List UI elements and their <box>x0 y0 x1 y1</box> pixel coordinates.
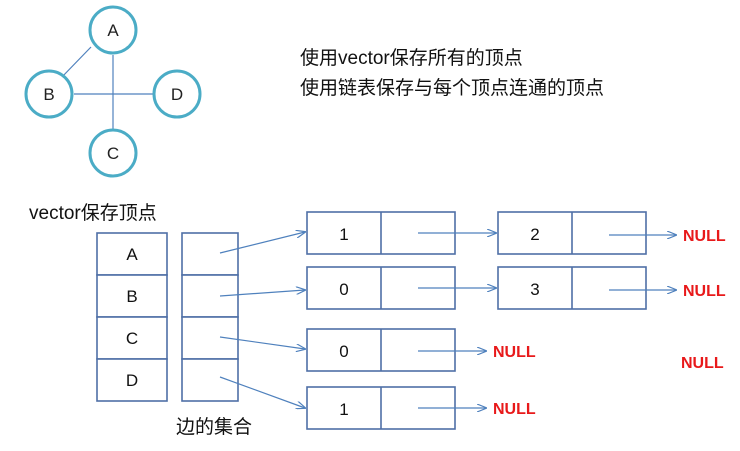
graph-node-d <box>152 69 202 119</box>
list-node-value: 0 <box>339 342 348 361</box>
graph-node-label: B <box>43 85 54 104</box>
list-node-value: 0 <box>339 280 348 299</box>
graph-node-c <box>88 128 138 178</box>
list-node-value: 1 <box>339 400 348 419</box>
null-label-standalone: NULL <box>681 355 724 372</box>
null-label: NULL <box>493 344 536 361</box>
vertex-label: D <box>126 371 138 390</box>
vertex-cell-c <box>96 316 168 360</box>
vertex-array: A B C D <box>96 232 168 402</box>
description-line-1: 使用vector保存所有的顶点 <box>300 47 523 69</box>
head-arrow-row-3 <box>219 376 305 408</box>
list-row-3: 1 NULL <box>306 386 536 430</box>
vertex-cell-d <box>96 358 168 402</box>
edge-set <box>181 232 239 402</box>
graph-node-label: C <box>107 144 119 163</box>
list-row-1: 0 3 NULL <box>306 266 726 310</box>
graph: A B C D <box>24 5 202 178</box>
edge-head-cell <box>181 232 239 276</box>
head-arrow-row-2 <box>219 336 305 349</box>
description-line-2: 使用链表保存与每个顶点连通的顶点 <box>300 77 604 99</box>
head-arrow-row-0 <box>219 232 305 254</box>
vector-caption: vector保存顶点 <box>29 202 157 224</box>
null-label: NULL <box>493 401 536 418</box>
null-label: NULL <box>683 228 726 245</box>
head-arrow-row-1 <box>219 290 305 297</box>
graph-node-label: A <box>107 21 119 40</box>
list-node-value: 3 <box>530 280 539 299</box>
list-node-value: 2 <box>530 225 539 244</box>
graph-node-b <box>24 69 74 119</box>
edge-head-cell <box>181 274 239 318</box>
graph-node-a <box>88 5 138 55</box>
null-label: NULL <box>683 283 726 300</box>
vertex-label: C <box>126 329 138 348</box>
edge-set-caption: 边的集合 <box>176 416 252 438</box>
vertex-label: A <box>126 245 138 264</box>
graph-node-label: D <box>171 85 183 104</box>
list-row-2: 0 NULL <box>306 328 536 372</box>
list-row-0: 1 2 NULL <box>306 211 726 255</box>
edge-a-b <box>59 46 92 80</box>
vertex-cell-b <box>96 274 168 318</box>
list-node-value: 1 <box>339 225 348 244</box>
vertex-label: B <box>126 287 137 306</box>
